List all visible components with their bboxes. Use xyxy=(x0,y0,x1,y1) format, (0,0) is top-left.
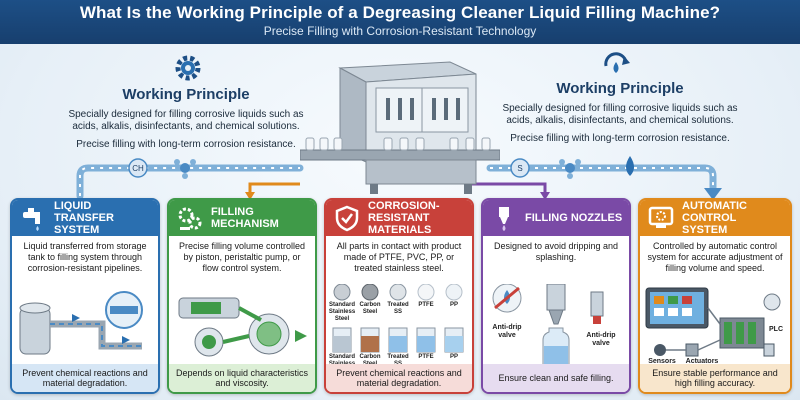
sensors-label: Sensors xyxy=(648,358,676,365)
card-description: All parts in contact with product made o… xyxy=(336,241,462,273)
nozzle-illustration: Anti-drip valve Anti-drip valve xyxy=(483,284,629,366)
faucet-icon xyxy=(18,203,48,233)
control-illustration: PLC Sensors Actuators xyxy=(640,284,790,366)
card-automatic-control: Automatic Control System Controlled by a… xyxy=(638,198,792,394)
card-filling-mechanism: Filling Mechanism Precise filling volume… xyxy=(167,198,317,394)
working-principle-left: Working Principle Specially designed for… xyxy=(66,86,306,151)
card-description: Precise filling volume controlled by pis… xyxy=(178,241,306,273)
card-description: Controlled by automatic control system f… xyxy=(647,241,783,273)
nozzle-icon xyxy=(489,203,519,233)
working-principle-text-2: Precise filling with long-term corrosion… xyxy=(510,133,730,144)
working-principle-right: Working Principle Specially designed for… xyxy=(500,80,740,145)
card-title: Filling Mechanism xyxy=(211,206,279,230)
working-principle-text-2: Precise filling with long-term corrosion… xyxy=(76,139,296,150)
disc-label: PTFE xyxy=(418,302,434,308)
anti-drip-label: Anti-drip valve xyxy=(586,332,616,347)
right-flow-dots xyxy=(490,167,714,190)
gears-icon xyxy=(175,203,205,233)
page-subtitle: Precise Filling with Corrosion-Resistant… xyxy=(263,24,537,38)
disc-label: Carbon Steel xyxy=(359,302,381,315)
droplet-icon-right xyxy=(626,156,634,176)
card-footer: Depends on liquid characteristics and vi… xyxy=(169,364,315,392)
ch-badge xyxy=(128,158,148,178)
actuators-label: Actuators xyxy=(685,358,719,365)
pipeline-illustration xyxy=(12,284,158,366)
card-footer: Prevent chemical reactions and material … xyxy=(326,364,472,392)
gear-screen-icon xyxy=(646,203,676,233)
flow-arrows: CH S xyxy=(76,156,722,200)
shield-icon xyxy=(332,203,362,233)
s-label: S xyxy=(517,164,522,173)
card-header: Filling Nozzles xyxy=(483,200,629,236)
card-liquid-transfer: Liquid Transfer System Liquid transferre… xyxy=(10,198,160,394)
disc-label: Standard Stainless Steel xyxy=(328,302,356,322)
molecule-icon-left xyxy=(174,159,196,179)
card-title: Liquid Transfer System xyxy=(54,200,114,236)
down-arrow-left xyxy=(248,182,300,194)
card-header: Liquid Transfer System xyxy=(12,200,158,236)
card-title: Corrosion-Resistant Materials xyxy=(368,200,440,236)
gear-icon xyxy=(175,55,201,81)
left-flow-arrow xyxy=(76,164,304,200)
droplet-cycle-icon xyxy=(604,52,630,73)
ch-label: CH xyxy=(132,164,144,173)
disc-label: PP xyxy=(449,302,458,308)
card-title: Automatic Control System xyxy=(682,200,747,236)
left-flow-dots xyxy=(79,167,300,196)
card-footer: Ensure clean and safe filling. xyxy=(483,364,629,392)
card-footer: Ensure stable performance and high filli… xyxy=(640,364,790,392)
down-arrow-right xyxy=(470,182,547,194)
s-badge xyxy=(510,158,530,178)
plc-label: PLC xyxy=(769,326,783,333)
card-description: Designed to avoid dripping and splashing… xyxy=(493,241,619,262)
card-title: Filling Nozzles xyxy=(525,212,623,224)
working-principle-title: Working Principle xyxy=(122,86,250,103)
beaker-label: PTFE xyxy=(418,354,434,360)
card-header: Filling Mechanism xyxy=(169,200,315,236)
header-banner: What Is the Working Principle of a Degre… xyxy=(0,0,800,44)
filling-machine-illustration xyxy=(300,61,500,194)
beaker-label: PP xyxy=(449,354,458,360)
pump-illustration xyxy=(169,284,315,366)
card-filling-nozzles: Filling Nozzles Designed to avoid drippi… xyxy=(481,198,631,394)
card-header: Corrosion-Resistant Materials xyxy=(326,200,472,236)
card-corrosion-resistant: Corrosion-Resistant Materials All parts … xyxy=(324,198,474,394)
anti-drip-label: Anti-drip valve xyxy=(492,324,522,339)
page-title: What Is the Working Principle of a Degre… xyxy=(79,3,721,22)
card-footer: Prevent chemical reactions and material … xyxy=(12,364,158,392)
card-header: Automatic Control System xyxy=(640,200,790,236)
materials-illustration: Standard Stainless Steel Carbon Steel Tr… xyxy=(326,284,472,374)
working-principle-title: Working Principle xyxy=(556,80,684,97)
right-arrow-head xyxy=(704,188,722,200)
disc-label: Treated SS xyxy=(387,302,409,315)
working-principle-text: Specially designed for filling corrosive… xyxy=(68,109,304,132)
card-description: Liquid transferred from storage tank to … xyxy=(23,241,147,273)
working-principle-text: Specially designed for filling corrosive… xyxy=(502,103,738,126)
molecule-icon-right xyxy=(559,159,581,179)
